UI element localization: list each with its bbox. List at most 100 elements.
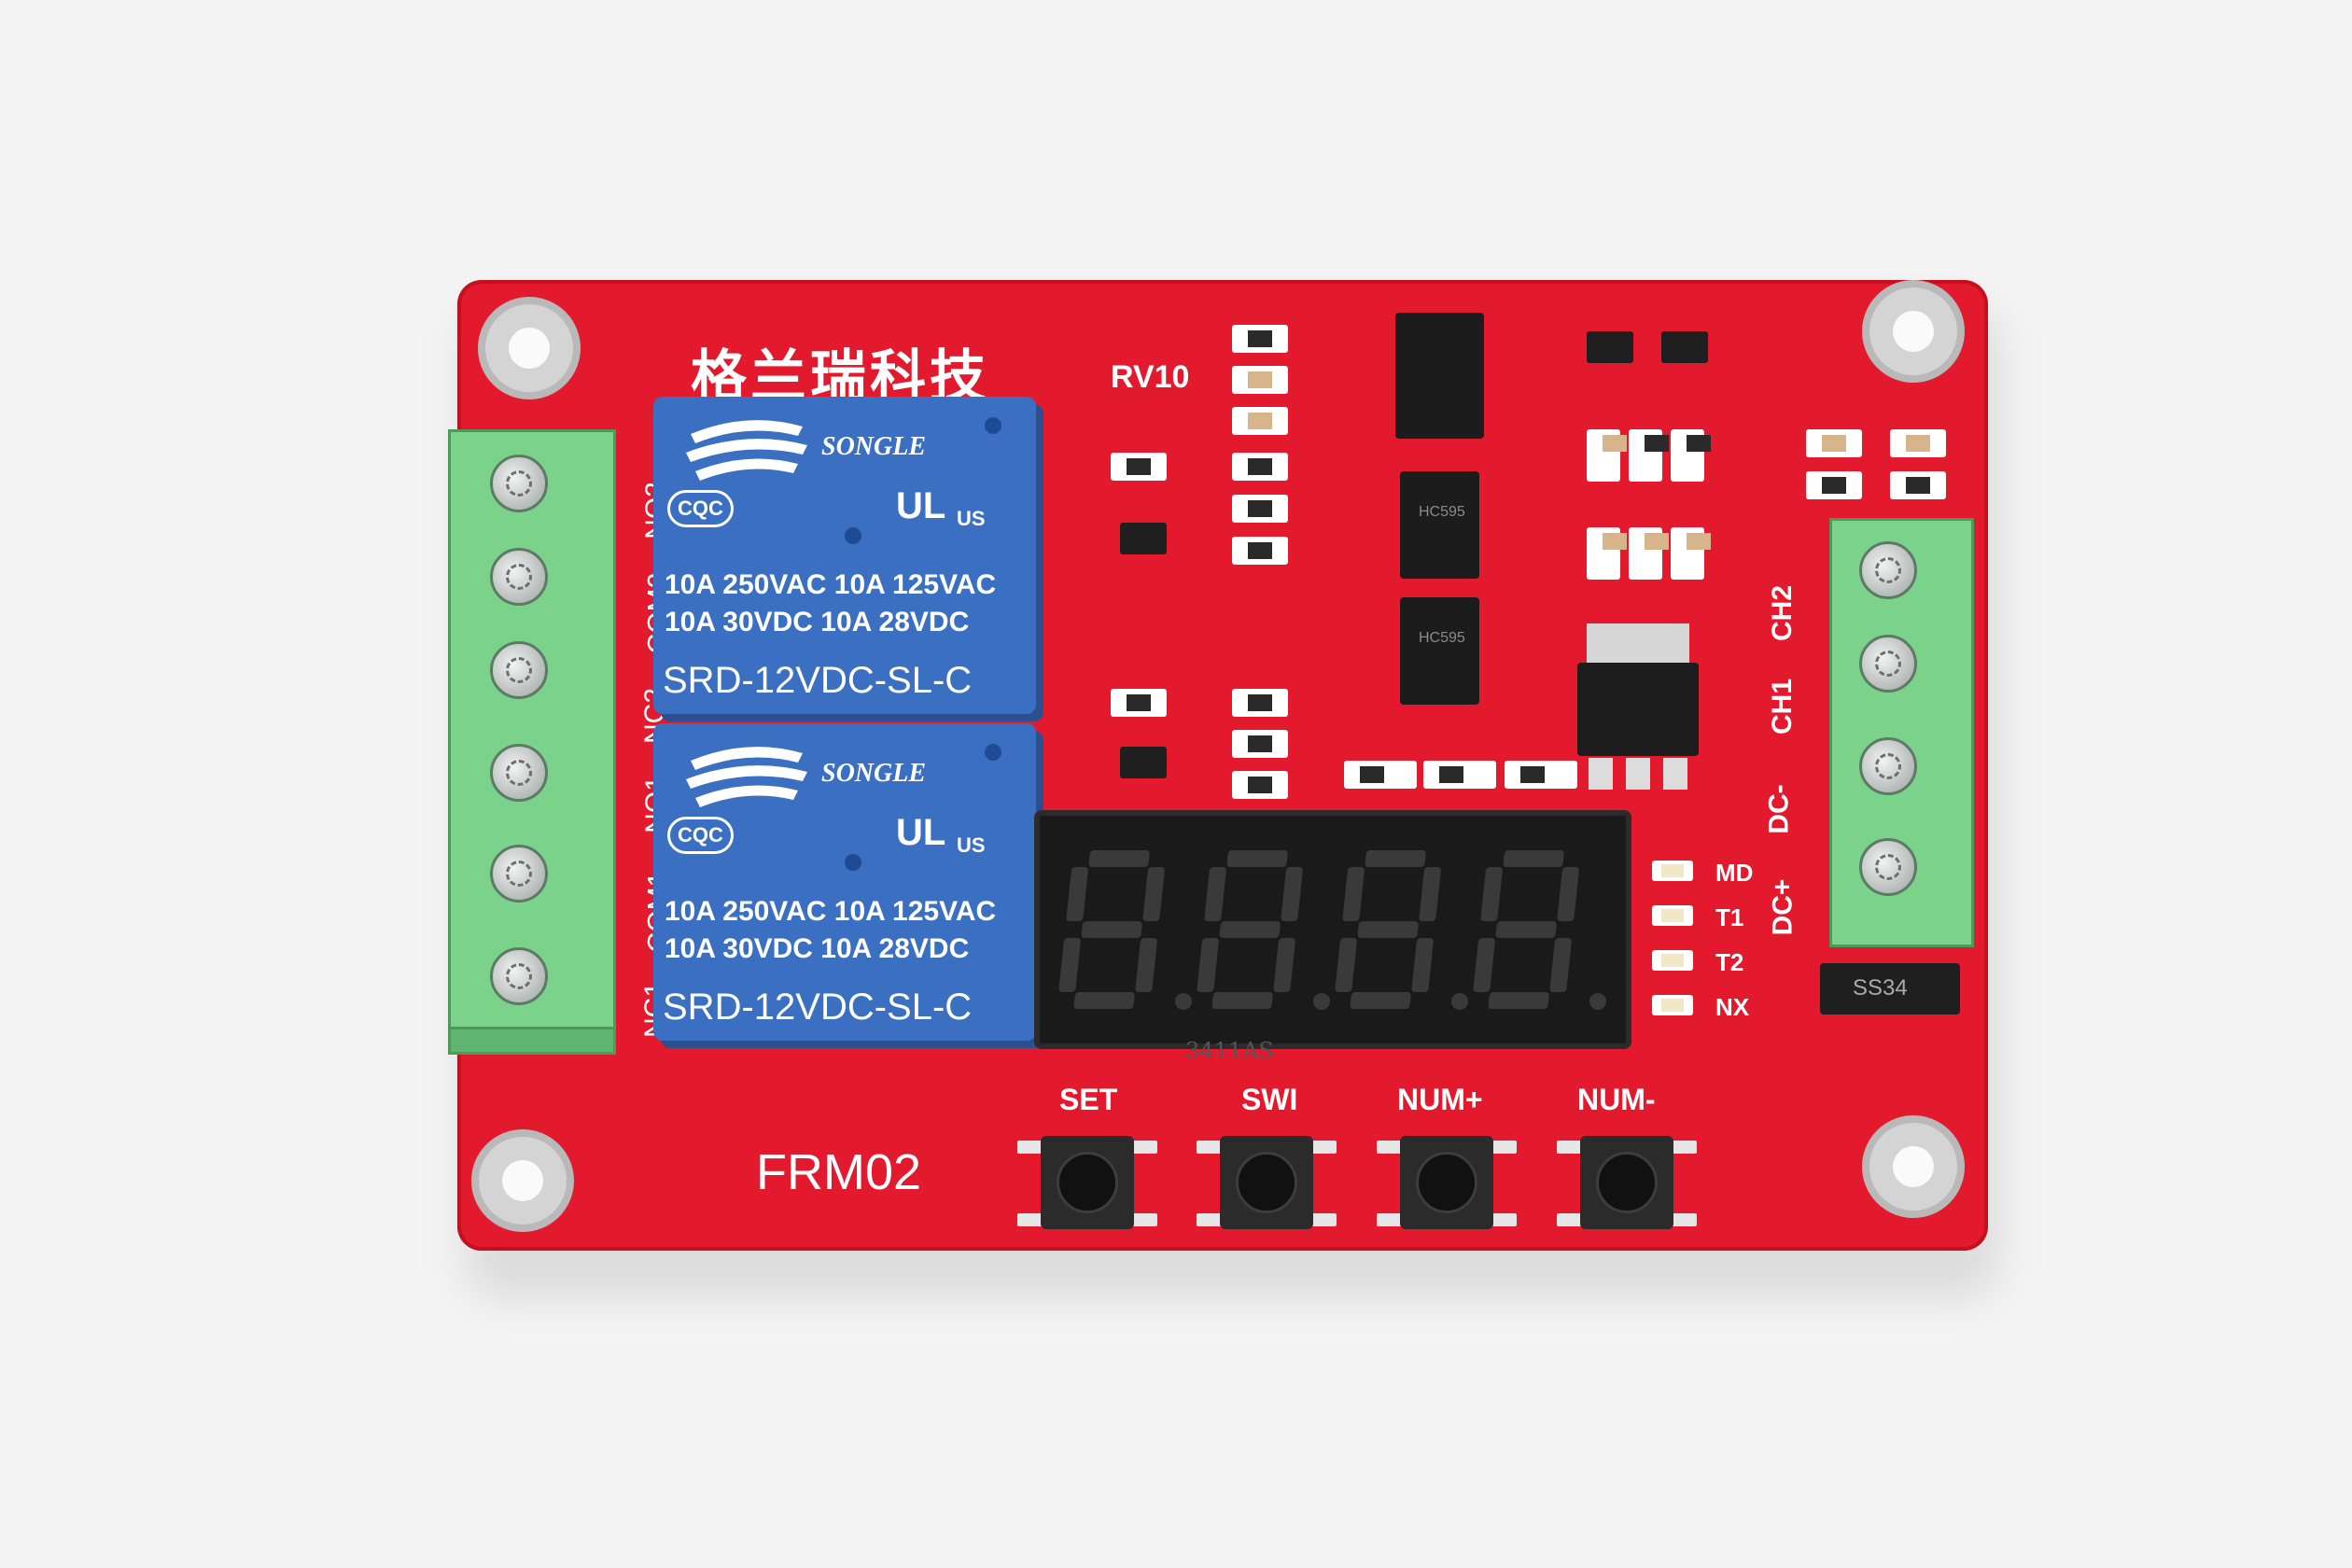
model-label: FRM02 [756, 1144, 922, 1200]
segment [1503, 850, 1564, 867]
transistor [1120, 747, 1167, 778]
smd-resistor [1232, 771, 1288, 799]
segment [1211, 992, 1273, 1009]
terminal-screw-icon[interactable] [490, 548, 548, 606]
songle-logo-icon [686, 420, 807, 481]
ic-marking: HC595 [1419, 630, 1465, 646]
relay-spec-line: 10A 250VAC 10A 125VAC [665, 896, 997, 927]
status-led [1652, 861, 1693, 881]
set-button[interactable] [1017, 1131, 1157, 1234]
smd-resistor [1671, 429, 1711, 482]
relay-dot [985, 744, 1001, 761]
segment [1342, 867, 1365, 921]
terminal-screw-icon[interactable] [1859, 838, 1917, 896]
smd-resistor [1232, 689, 1288, 717]
terminal-screw-icon[interactable] [1859, 541, 1917, 599]
relay-spec-line: 10A 250VAC 10A 125VAC [665, 569, 997, 600]
mounting-hole-top-right [1862, 280, 1965, 383]
terminal-label: CH1 [1767, 678, 1799, 735]
smd-resistor [1806, 471, 1862, 499]
microcontroller-ic [1379, 313, 1501, 439]
num-plus-button[interactable] [1377, 1131, 1517, 1234]
display-part-number: 3411AS [1185, 1038, 1274, 1064]
segment [1480, 867, 1503, 921]
smd-resistor [1232, 495, 1288, 523]
regulator-tab [1587, 623, 1689, 668]
diode-marking: SS34 [1853, 975, 1908, 1001]
segment [1350, 992, 1411, 1009]
terminal-screw-icon[interactable] [490, 947, 548, 1005]
smd-resistor [1232, 453, 1288, 481]
regulator-leg [1663, 758, 1687, 790]
smd-capacitor [1232, 407, 1288, 435]
button-label: NUM- [1577, 1083, 1656, 1116]
transistor [1587, 331, 1633, 363]
smd-capacitor [1890, 429, 1946, 457]
segment [1204, 867, 1226, 921]
relay-model: SRD-12VDC-SL-C [663, 987, 973, 1028]
mounting-hole-bottom-left [471, 1129, 574, 1232]
smd-resistor [1111, 689, 1167, 717]
terminal-screw-icon[interactable] [1859, 737, 1917, 795]
num-minus-button[interactable] [1557, 1131, 1697, 1234]
terminal-screw-icon[interactable] [490, 641, 548, 699]
relay-2: SONGLE CQC UL US 10A 250VAC 10A 125VAC 1… [653, 723, 1036, 1041]
mounting-hole-bottom-right [1862, 1115, 1965, 1218]
segment [1419, 867, 1441, 921]
smd-resistor [1344, 761, 1417, 789]
relay-dot [985, 417, 1001, 434]
led-label: T2 [1715, 948, 1744, 976]
smd-resistor [1111, 453, 1167, 481]
seven-segment-display [1034, 810, 1631, 1049]
segment [1273, 938, 1295, 992]
status-led [1652, 995, 1693, 1015]
button-label: SWI [1241, 1083, 1298, 1116]
segment [1066, 867, 1088, 921]
segment [1488, 992, 1549, 1009]
segment [1557, 867, 1579, 921]
led-label: T1 [1715, 903, 1744, 931]
segment [1473, 938, 1495, 992]
segment [1411, 938, 1434, 992]
segment [1081, 921, 1142, 938]
ic-marking: HC595 [1419, 504, 1465, 520]
smd-capacitor [1232, 366, 1288, 394]
regulator-leg [1589, 758, 1613, 790]
terminal-label: CH2 [1767, 584, 1799, 642]
terminal-screw-icon[interactable] [490, 744, 548, 802]
segment [1495, 921, 1557, 938]
segment [1549, 938, 1572, 992]
shift-register-ic [1383, 471, 1496, 579]
relay-1: SONGLE CQC UL US 10A 250VAC 10A 125VAC 1… [653, 397, 1036, 714]
terminal-screw-icon[interactable] [490, 455, 548, 512]
ul-mark: UL [896, 812, 946, 853]
button-label: SET [1059, 1083, 1118, 1116]
schottky-diode [1820, 963, 1960, 1015]
relay-model: SRD-12VDC-SL-C [663, 660, 973, 701]
smd-capacitor [1587, 429, 1627, 482]
segment [1073, 992, 1135, 1009]
relay-brand: SONGLE [821, 759, 927, 788]
regulator-leg [1626, 758, 1650, 790]
smd-capacitor [1806, 429, 1862, 457]
segment [1335, 938, 1357, 992]
transistor [1120, 523, 1167, 554]
segment [1088, 850, 1150, 867]
segment [1226, 850, 1288, 867]
swi-button[interactable] [1197, 1131, 1337, 1234]
status-led [1652, 950, 1693, 971]
ul-us-mark: US [957, 507, 986, 530]
relay-spec-line: 10A 30VDC 10A 28VDC [665, 933, 970, 964]
ul-mark: UL [896, 485, 946, 526]
relay-dot [845, 527, 861, 544]
smd-resistor [1232, 537, 1288, 565]
terminal-screw-icon[interactable] [490, 845, 548, 903]
led-label: MD [1715, 859, 1754, 887]
decimal-point [1175, 993, 1192, 1010]
segment [1219, 921, 1281, 938]
terminal-screw-icon[interactable] [1859, 635, 1917, 693]
segment [1365, 850, 1426, 867]
left-terminal-base [448, 1027, 616, 1055]
smd-resistor [1629, 429, 1669, 482]
